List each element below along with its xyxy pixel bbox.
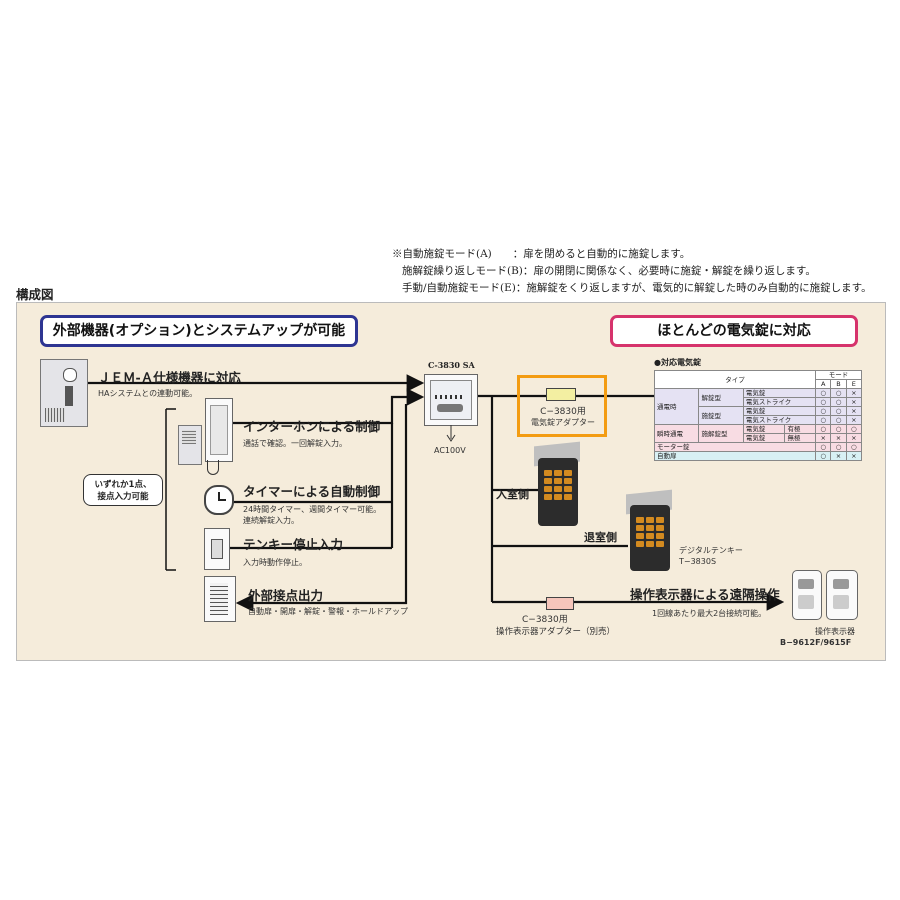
entry-side-label: 入室側	[496, 488, 529, 501]
tenkey-name: デジタルテンキー	[679, 546, 743, 555]
mode-b: B	[830, 379, 847, 389]
jem-label: ＪＥＭ-Ａ仕様機器に対応	[98, 370, 241, 385]
lock-adapter-highlight	[517, 375, 607, 437]
remote-label: 操作表示器による遠隔操作	[630, 587, 780, 602]
col-mode-header: モード	[815, 370, 862, 380]
table-row: 自動扉 ○××	[653, 451, 863, 461]
contact-output-icon	[204, 576, 236, 622]
table-row: 電気ストライク ○○×	[655, 415, 863, 425]
table-row: 施錠型 電気錠 ○○×	[655, 406, 863, 425]
controller-power: AC100V	[434, 446, 466, 455]
remote-panel-icon-1	[792, 570, 822, 620]
lock-table-heading: ●対応電気錠	[654, 358, 701, 367]
controller-model: C-3830 SA	[428, 360, 475, 370]
note-mode-b: 施解錠繰り返しモード(B)：扉の開閉に関係なく、必要時に施錠・解錠を繰り返します…	[402, 265, 816, 277]
handset-cord-icon	[207, 460, 219, 475]
display-adapter-line1: C−3830用	[522, 615, 568, 625]
timer-sub-2: 連続解錠入力。	[243, 516, 299, 525]
table-row: モーター錠 ○○○	[653, 442, 863, 452]
jem-sub: HAシステムとの連動可能。	[98, 389, 198, 398]
mode-e: E	[845, 379, 863, 389]
table-row: 瞬時通電 施解錠型 電気錠 有極 ○○○	[653, 424, 863, 443]
table-row: 通電時 解錠型 電気錠 ○○×	[653, 388, 863, 425]
remote-name: 操作表示器	[815, 627, 855, 636]
entry-keypad-icon	[538, 458, 578, 526]
col-type-header: タイプ	[653, 370, 817, 389]
remote-panel-icon-2	[826, 570, 858, 620]
timer-sub-1: 24時間タイマー、週間タイマー可能。	[243, 505, 382, 514]
note-mode-e: 手動/自動施錠モード(E)：施解錠をくり返しますが、電気的に解錠した時のみ自動的…	[402, 282, 872, 294]
power-cord-icon	[446, 425, 456, 442]
stop-switch-icon	[204, 528, 230, 570]
mode-a: A	[815, 379, 832, 389]
lock-compat-table: タイプ モード A B E 通電時 解錠型 電気錠 ○○× 電気ストライク ○○…	[653, 370, 863, 461]
note-mode-a: ※自動施錠モード(A) ：扉を閉めると自動的に施錠します。	[392, 248, 691, 260]
ext-out-sub: 自動扉・開扉・解錠・警報・ホールドアップ	[248, 607, 408, 616]
tenkey-stop-label: テンキー停止入力	[243, 537, 344, 552]
either-contact-note: いずれか1点、 接点入力可能	[83, 474, 163, 506]
table-row: 電気錠 無極 ×××	[655, 433, 863, 443]
timer-icon	[204, 485, 234, 515]
remote-model: B−9612F/9615F	[780, 638, 852, 647]
lock-adapter-icon	[546, 388, 576, 401]
exit-side-label: 退室側	[584, 531, 617, 544]
door-station-icon	[178, 425, 202, 465]
jem-device-icon	[40, 359, 88, 427]
lock-adapter-line1: C−3830用	[540, 407, 586, 417]
display-adapter-line2: 操作表示器アダプター（別売）	[496, 627, 616, 637]
exit-keypad-icon	[630, 505, 670, 571]
display-adapter-icon	[546, 597, 574, 610]
controller-unit-icon	[424, 374, 478, 426]
header-lock-support: ほとんどの電気錠に対応	[610, 315, 858, 347]
lock-adapter-line2: 電気錠アダプター	[531, 418, 595, 427]
page-title: 構成図	[16, 287, 54, 302]
table-row: 電気ストライク ○○×	[655, 397, 863, 407]
intercom-sub: 通話で確認。一回解錠入力。	[243, 439, 347, 448]
header-external-devices: 外部機器(オプション)とシステムアップが可能	[40, 315, 358, 347]
intercom-handset-icon	[205, 398, 233, 462]
ext-out-label: 外部接点出力	[248, 588, 324, 603]
tenkey-stop-sub: 入力時動作停止。	[243, 558, 307, 567]
remote-sub: 1回線あたり最大2台接続可能。	[652, 609, 767, 618]
timer-label: タイマーによる自動制御	[243, 484, 381, 499]
tenkey-model: T−3830S	[679, 557, 717, 566]
intercom-label: インターホンによる制御	[243, 419, 381, 434]
